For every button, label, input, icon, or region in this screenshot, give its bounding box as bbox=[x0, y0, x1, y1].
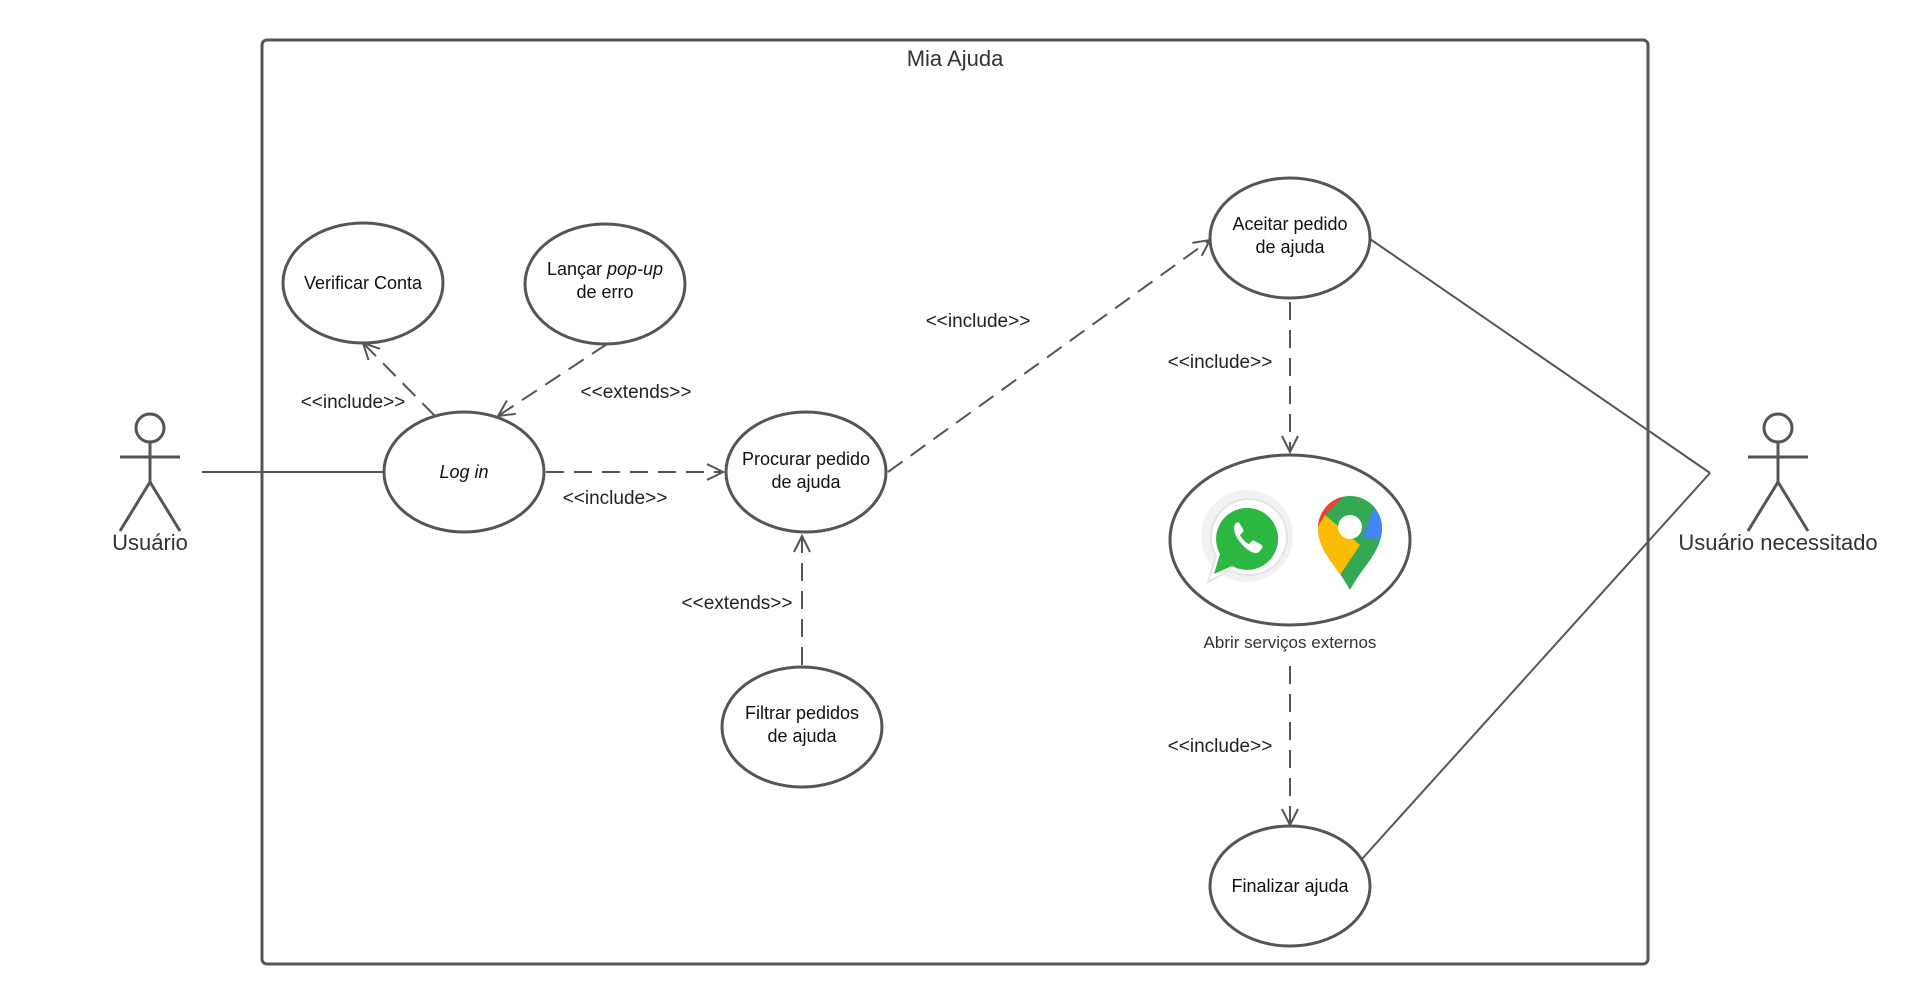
usecase-lancar-popup-emphasis: pop-up bbox=[606, 259, 663, 279]
usecase-lancar-popup: Lançar pop-up de erro bbox=[523, 222, 687, 346]
usecase-verificar-conta-label: Verificar Conta bbox=[304, 273, 423, 293]
usecase-abrir-servicos-externos: Abrir serviços externos bbox=[1168, 453, 1412, 652]
usecase-finalizar-label: Finalizar ajuda bbox=[1231, 876, 1349, 896]
association-aceitar-necessitado bbox=[1369, 238, 1711, 474]
label-popup-login: <<extends>> bbox=[581, 382, 692, 403]
association-finalizar-necessitado bbox=[1361, 472, 1711, 860]
usecase-filtrar-line2: de ajuda bbox=[767, 726, 837, 746]
usecase-filtrar-pedidos: Filtrar pedidos de ajuda bbox=[720, 665, 884, 789]
usecase-abrir-servicos-externos-label: Abrir serviços externos bbox=[1204, 633, 1377, 652]
whatsapp-icon bbox=[1201, 490, 1293, 585]
actor-usuario-label: Usuário bbox=[112, 530, 188, 555]
relation-procurar-aceitar bbox=[887, 240, 1210, 473]
usecase-log-in-label: Log in bbox=[439, 462, 488, 482]
usecase-aceitar-line2: de ajuda bbox=[1255, 237, 1325, 257]
usecase-lancar-popup-line1: Lançar pop-up bbox=[547, 259, 663, 279]
system-boundary bbox=[260, 38, 1650, 966]
usecase-verificar-conta: Verificar Conta bbox=[281, 221, 445, 345]
usecase-finalizar-ajuda: Finalizar ajuda bbox=[1208, 824, 1372, 948]
actor-usuario bbox=[118, 412, 182, 532]
system-title: Mia Ajuda bbox=[907, 46, 1004, 71]
usecase-procurar-line2: de ajuda bbox=[771, 472, 841, 492]
usecase-filtrar-line1: Filtrar pedidos bbox=[745, 703, 859, 723]
label-login-procurar: <<include>> bbox=[563, 488, 668, 509]
usecase-lancar-popup-prefix: Lançar bbox=[547, 259, 607, 279]
relation-popup-login bbox=[498, 343, 608, 416]
relation-login-verificar bbox=[363, 343, 436, 417]
usecase-log-in: Log in bbox=[382, 410, 546, 534]
label-externos-finalizar: <<include>> bbox=[1168, 736, 1273, 757]
usecase-aceitar-line1: Aceitar pedido bbox=[1232, 214, 1347, 234]
label-procurar-aceitar: <<include>> bbox=[926, 311, 1031, 332]
label-login-verificar: <<include>> bbox=[301, 392, 406, 413]
usecase-procurar-pedido: Procurar pedido de ajuda bbox=[724, 410, 888, 534]
actor-usuario-necessitado bbox=[1746, 412, 1810, 532]
label-aceitar-externos: <<include>> bbox=[1168, 352, 1273, 373]
actor-usuario-necessitado-label: Usuário necessitado bbox=[1678, 530, 1877, 555]
usecase-procurar-line1: Procurar pedido bbox=[742, 449, 870, 469]
usecase-aceitar-pedido: Aceitar pedido de ajuda bbox=[1208, 176, 1372, 300]
label-filtrar-procurar: <<extends>> bbox=[682, 593, 793, 614]
usecase-lancar-popup-line2: de erro bbox=[576, 282, 633, 302]
